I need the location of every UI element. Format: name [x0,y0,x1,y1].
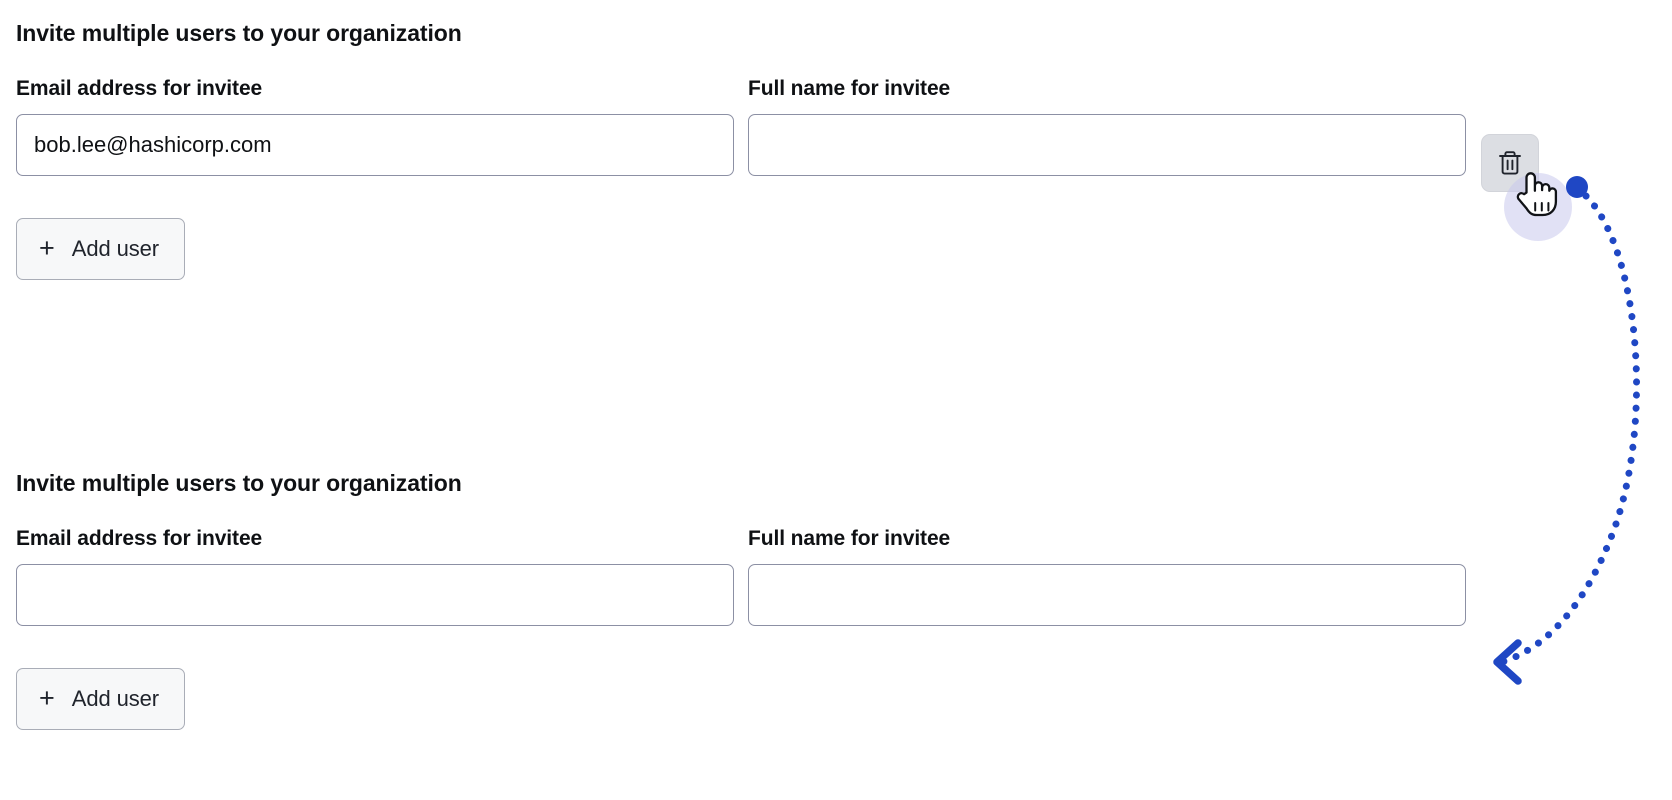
email-input[interactable] [16,114,734,176]
page-title: Invite multiple users to your organizati… [16,20,462,46]
add-user-button-label-2: Add user [71,686,160,711]
trash-icon [1497,149,1523,177]
add-user-button-label: Add user [71,236,160,261]
fullname-field-label: Full name for invitee [748,77,951,100]
email-field-group: Email address for invitee [16,76,734,176]
plus-icon-2: + [39,682,55,713]
email-field-label: Email address for invitee [16,77,263,100]
fullname-input-2[interactable] [748,564,1466,626]
email-field-group-2: Email address for invitee [16,526,734,626]
page-title-2: Invite multiple users to your organizati… [16,470,462,496]
email-field-label-2: Email address for invitee [16,527,263,550]
fullname-input[interactable] [748,114,1466,176]
fullname-field-label-2: Full name for invitee [748,527,951,550]
plus-icon: + [39,232,55,263]
invitee-row-2: Email address for invitee Full name for … [0,526,1672,646]
fullname-field-group-2: Full name for invitee [748,526,1466,626]
fullname-field-group: Full name for invitee [748,76,1466,176]
add-user-button[interactable]: + Add user [16,218,186,280]
remove-invitee-button[interactable] [1481,134,1539,192]
invitee-row-1: Email address for invitee Full name for … [0,76,1672,196]
email-input-2[interactable] [16,564,734,626]
add-user-button-2[interactable]: + Add user [16,668,186,730]
